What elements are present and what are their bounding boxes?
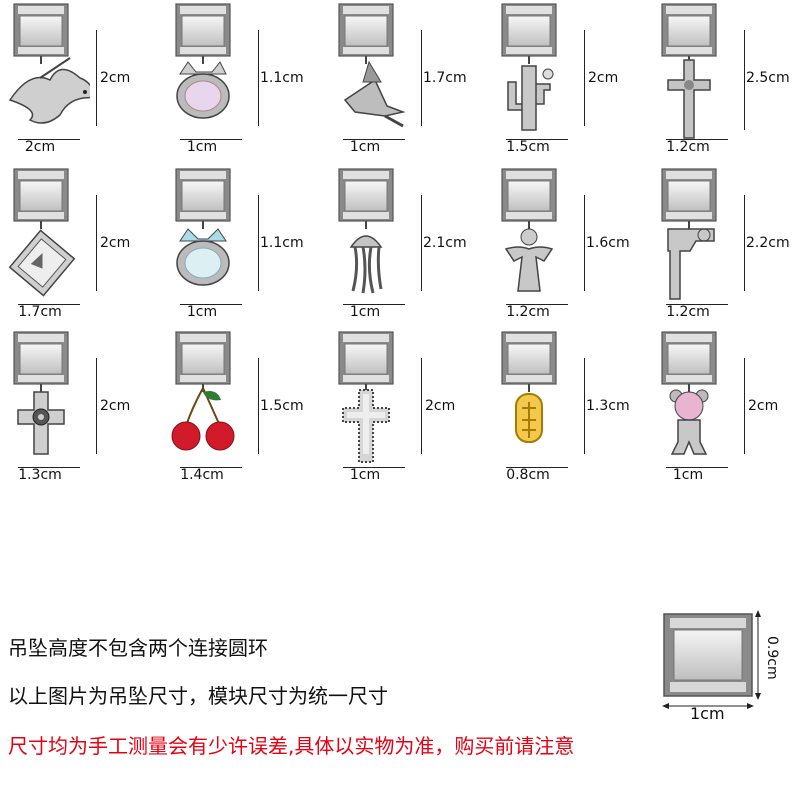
charm-height-label: 2cm [100,70,131,86]
charm-item: 1.5cm 1.4cm [162,328,312,488]
width-dimension-line [180,139,242,140]
width-dimension-line [666,467,728,468]
width-dimension-line [506,139,568,140]
width-dimension-line [506,304,568,305]
height-dimension-line [744,30,745,130]
charm-item: 2.1cm 1cm [325,165,475,325]
charm-width-label: 1.5cm [506,139,550,155]
revolver-charm-icon [661,168,717,300]
charm-width-label: 2cm [24,139,56,155]
charm-height-label: 2cm [748,398,779,414]
charm-height-label: 2.2cm [746,235,790,251]
cherry-charm-icon [171,331,235,451]
charm-item: 2.2cm 1.2cm [648,165,798,325]
charm-height-label: 1.5cm [260,398,304,414]
charm-height-label: 1.3cm [586,398,630,414]
width-dimension-line [666,139,728,140]
charm-item: 2cm 1cm [325,328,475,488]
height-dimension-line [96,30,97,126]
height-dimension-line [421,358,422,454]
charm-width-label: 1.7cm [18,304,62,320]
charm-item: 1.7cm 1cm [325,0,475,160]
height-dimension-line [96,358,97,454]
width-dimension-line [343,139,405,140]
charm-width-label: 0.8cm [506,467,550,483]
height-dimension-line [744,195,745,291]
charm-item: 2cm 1cm [648,328,798,488]
beaded-cross-charm-icon [338,331,394,463]
height-dimension-line [584,195,585,291]
ornate-cross-charm-icon [661,3,717,139]
charm-width-label: 1cm [349,467,381,483]
dove-charm-icon [8,3,90,124]
charm-height-label: 1.6cm [586,235,630,251]
note-measurement-warning: 尺寸均为手工测量会有少许误差,具体以实物为准，购买前请注意 [8,734,575,758]
charm-height-label: 1.1cm [260,235,304,251]
height-dimension-line [258,30,259,126]
charm-item: 1.1cm 1cm [162,0,312,160]
angel-charm-icon [501,168,557,292]
charm-width-label: 1.2cm [666,304,710,320]
charm-height-label: 2cm [425,398,456,414]
module-height-label: 0.9cm [764,636,780,680]
italian-module-link-icon [662,610,761,709]
height-dimension-line [421,195,422,291]
width-dimension-line [666,304,728,305]
charm-width-label: 1cm [349,304,381,320]
charm-height-label: 2.5cm [746,70,790,86]
charm-item: 2cm 2cm [0,0,150,160]
height-dimension-line [421,30,422,126]
width-dimension-line [180,304,242,305]
charm-height-label: 2cm [588,70,619,86]
note-pendant-size: 以上图片为吊坠尺寸，模块尺寸为统一尺寸 [8,684,388,708]
height-dimension-line [584,30,585,126]
charm-item: 2cm 1.5cm [488,0,638,160]
charm-width-label: 1.3cm [18,467,62,483]
charm-height-label: 2.1cm [423,235,467,251]
charm-item: 2cm 1.3cm [0,328,150,488]
height-dimension-line [96,195,97,291]
charm-width-label: 1.2cm [506,304,550,320]
rose-cross-charm-icon [13,331,69,455]
pink-bear-charm-icon [661,331,717,455]
width-dimension-line [18,139,80,140]
charm-item: 2.5cm 1.2cm [648,0,798,160]
note-height-excludes-rings: 吊坠高度不包含两个连接圆环 [8,636,268,660]
charm-width-label: 1.4cm [180,467,224,483]
module-size-diagram: 0.9cm 1cm [658,608,780,728]
module-width-label: 1cm [690,704,725,723]
width-dimension-line [180,467,242,468]
charm-height-label: 2cm [100,235,131,251]
height-dimension-line [744,358,745,454]
jellyfish-charm-icon [338,168,394,294]
charm-height-label: 1.1cm [260,70,304,86]
width-dimension-line [18,467,80,468]
witch-charm-icon [338,3,406,128]
height-dimension-line [584,358,585,454]
gold-tag-charm-icon [501,331,557,443]
charm-height-label: 2cm [100,398,131,414]
height-dimension-line [258,358,259,454]
blue-ear-cat-crystal-charm-icon [175,168,231,286]
width-dimension-line [343,304,405,305]
width-dimension-line [18,304,80,305]
charm-width-label: 1cm [186,139,218,155]
charm-width-label: 1.2cm [666,139,710,155]
charm-item: 1.3cm 0.8cm [488,328,638,488]
cactus-charm-icon [501,3,557,131]
cat-crystal-charm-icon [175,3,231,119]
charm-item: 1.6cm 1.2cm [488,165,638,325]
width-dimension-line [343,467,405,468]
tarot-card-charm-icon [8,168,76,297]
charm-width-label: 1cm [672,467,704,483]
charm-width-label: 1cm [349,139,381,155]
charm-width-label: 1cm [186,304,218,320]
width-dimension-line [506,467,568,468]
charm-item: 1.1cm 1cm [162,165,312,325]
charm-item: 2cm 1.7cm [0,165,150,325]
charm-height-label: 1.7cm [423,70,467,86]
height-dimension-line [258,195,259,291]
